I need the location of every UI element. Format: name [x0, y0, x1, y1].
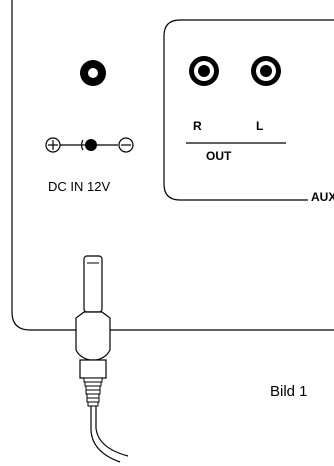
positive-polarity-icon: [45, 137, 61, 153]
aux-panel-frame: [163, 19, 334, 201]
negative-polarity-icon: [118, 137, 134, 153]
rca-jack-left[interactable]: [251, 56, 281, 86]
center-pin-icon: [80, 139, 97, 151]
rca-jack-right[interactable]: [189, 56, 219, 86]
dc-input-label: DC IN 12V: [48, 179, 111, 194]
dc-jack-socket[interactable]: [80, 60, 106, 86]
out-label: OUT: [206, 149, 232, 163]
strain-relief-ribs: [83, 377, 103, 407]
right-channel-label: R: [193, 119, 202, 133]
figure-caption: Bild 1: [270, 383, 308, 400]
dc-power-plug[interactable]: [75, 255, 111, 407]
aux-label: AUX: [311, 190, 334, 204]
power-cable: [90, 406, 129, 463]
device-rear-panel: [11, 0, 334, 331]
polarity-symbol: [45, 137, 134, 153]
left-channel-label: L: [256, 119, 264, 133]
